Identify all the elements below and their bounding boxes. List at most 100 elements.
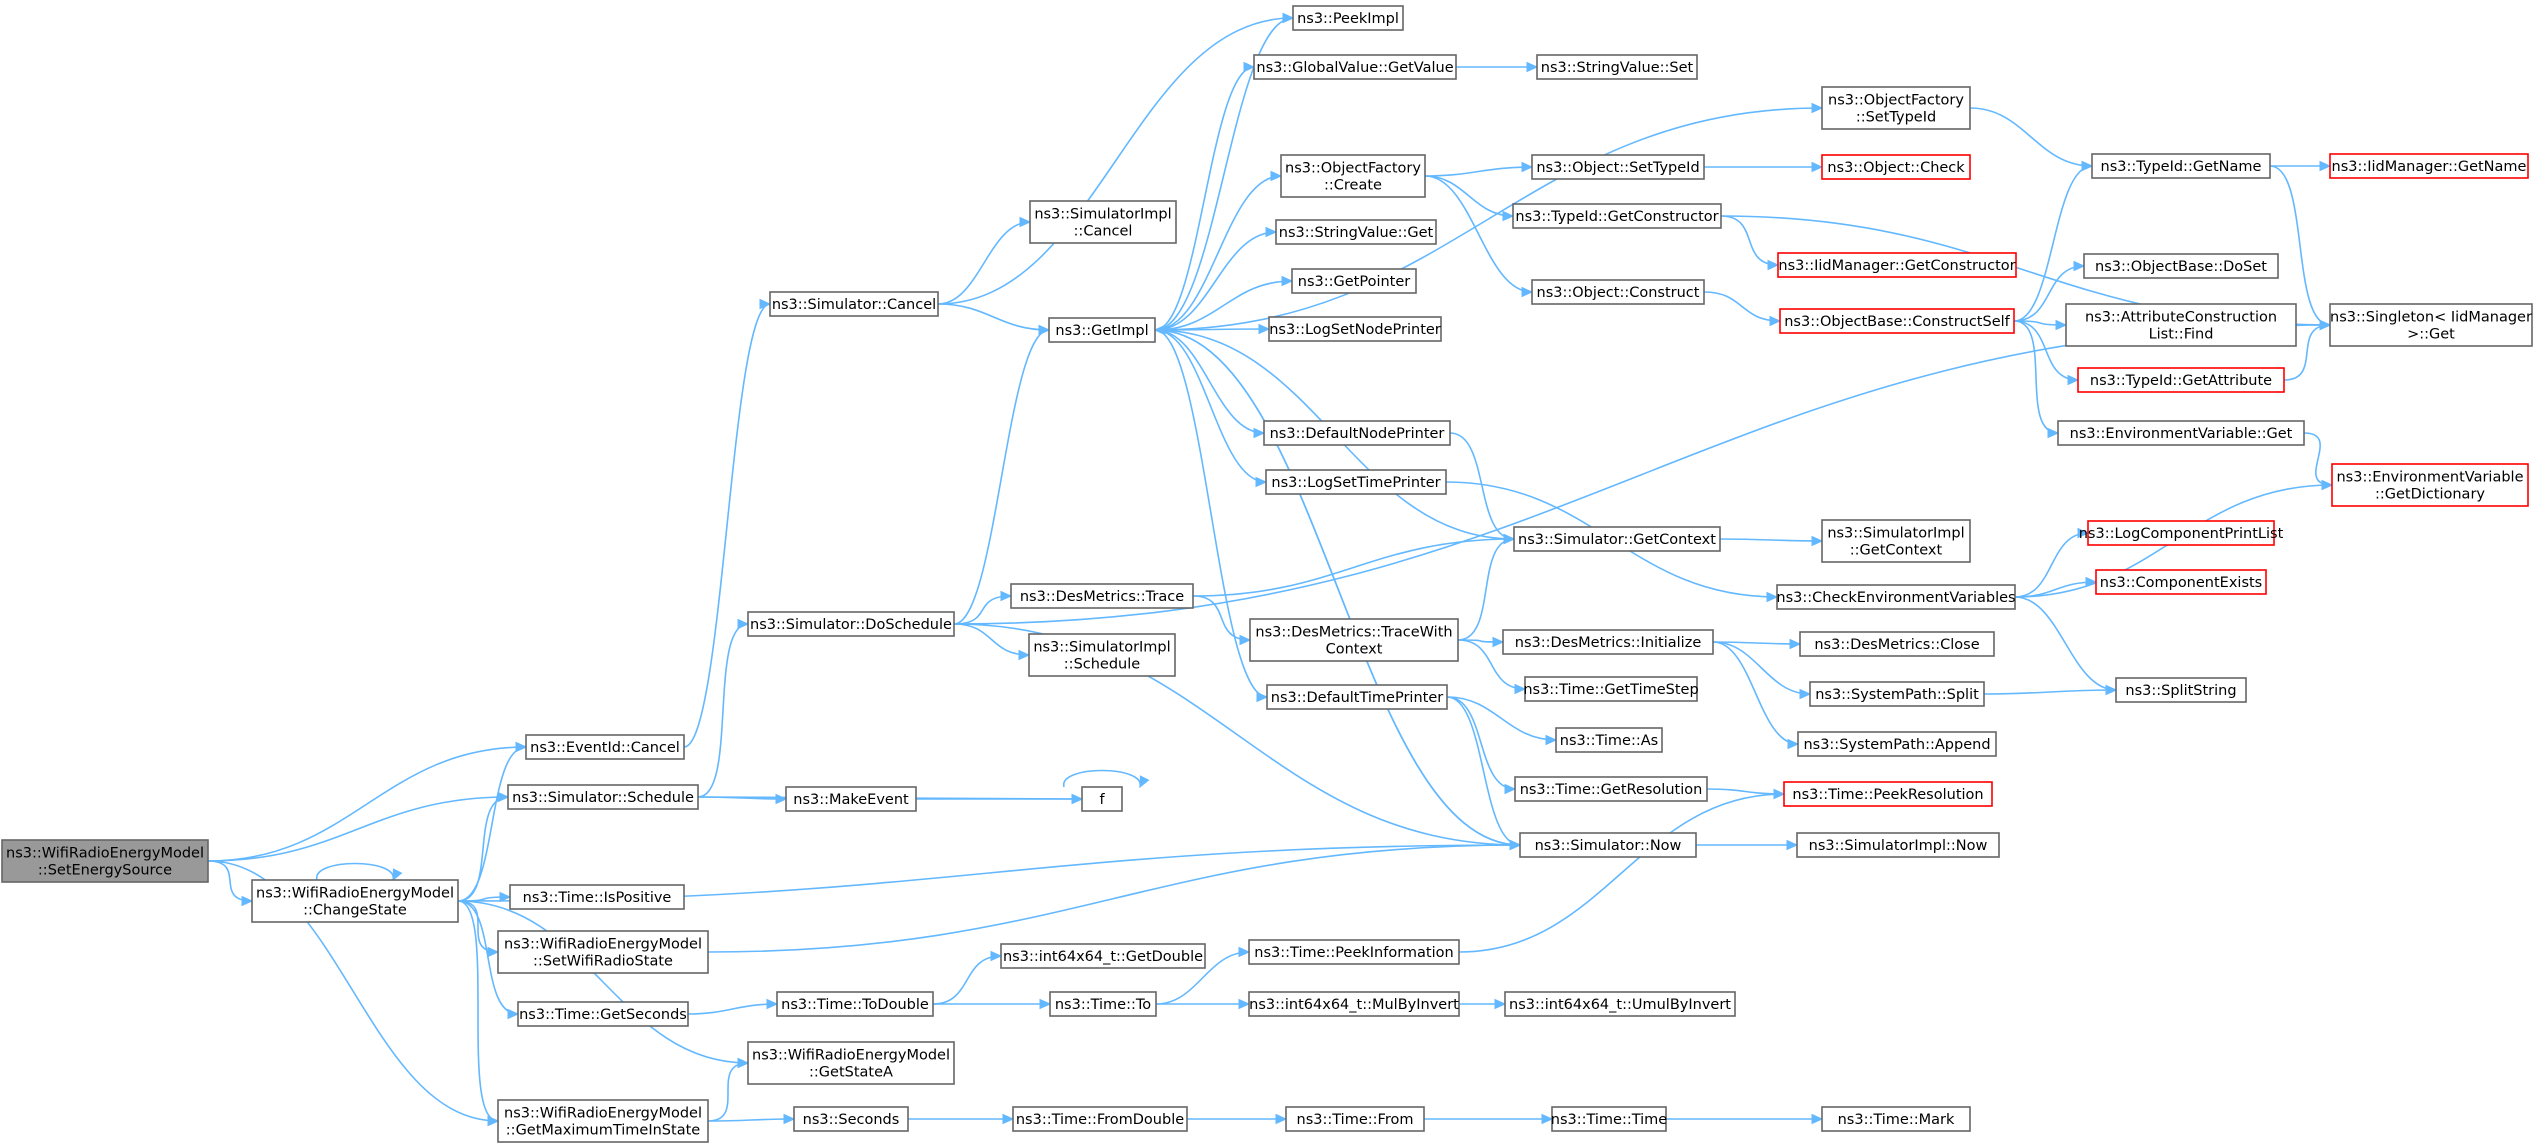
- edge-obj-settypeid-to-obj-check: [1704, 161, 1824, 173]
- node-box: [1821, 519, 1971, 563]
- node-setwifiradiostate[interactable]: ns3::WifiRadioEnergyModel::SetWifiRadioS…: [497, 930, 709, 974]
- edge-time-to-to-int64-mulbyinvert: [1156, 998, 1251, 1010]
- edge-arrowhead: [1281, 275, 1294, 287]
- edge-line: [1969, 107, 2093, 167]
- node-label: ns3::IidManager::GetConstructor: [1778, 258, 2015, 274]
- node-root[interactable]: ns3::WifiRadioEnergyModel::SetEnergySour…: [1, 839, 209, 883]
- node-f[interactable]: f: [1081, 786, 1123, 812]
- edge-arrowhead: [1504, 783, 1517, 795]
- node-obj-check[interactable]: ns3::Object::Check: [1821, 154, 1971, 180]
- edge-sim-getcontext-to-simimpl-getcontext: [1719, 535, 1824, 547]
- node-sv-set[interactable]: ns3::StringValue::Set: [1536, 54, 1698, 80]
- node-gv-getvalue[interactable]: ns3::GlobalValue::GetValue: [1253, 54, 1457, 80]
- node-time-mark[interactable]: ns3::Time::Mark: [1821, 1106, 1971, 1132]
- node-obj-settypeid[interactable]: ns3::Object::SetTypeId: [1531, 154, 1705, 180]
- node-sim-schedule[interactable]: ns3::Simulator::Schedule: [507, 784, 699, 810]
- node-desmetrics-trace[interactable]: ns3::DesMetrics::Trace: [1010, 583, 1194, 609]
- node-iid-getname[interactable]: ns3::IidManager::GetName: [2329, 153, 2529, 179]
- node-getimpl[interactable]: ns3::GetImpl: [1048, 317, 1156, 343]
- node-getstatea[interactable]: ns3::WifiRadioEnergyModel::GetStateA: [747, 1041, 955, 1085]
- edge-arrowhead: [1153, 324, 1166, 336]
- node-time-peekinformation[interactable]: ns3::Time::PeekInformation: [1248, 939, 1460, 965]
- node-time-gettimestep[interactable]: ns3::Time::GetTimeStep: [1523, 676, 1699, 702]
- node-sim-cancel[interactable]: ns3::Simulator::Cancel: [769, 291, 939, 317]
- node-sv-get[interactable]: ns3::StringValue::Get: [1275, 219, 1437, 245]
- edge-dm-tracewithcontext-to-dm-initialize: [1457, 636, 1505, 648]
- node-label: ns3::Simulator::GetContext: [1518, 532, 1716, 548]
- node-simimpl-getcontext[interactable]: ns3::SimulatorImpl::GetContext: [1821, 519, 1971, 563]
- node-time-to[interactable]: ns3::Time::To: [1049, 991, 1157, 1017]
- node-of-settypeid[interactable]: ns3::ObjectFactory::SetTypeId: [1821, 86, 1971, 130]
- node-sp-split[interactable]: ns3::SystemPath::Split: [1809, 681, 1985, 707]
- node-sim-now[interactable]: ns3::Simulator::Now: [1519, 832, 1697, 858]
- node-singleton-get[interactable]: ns3::Singleton< IidManager>::Get: [2329, 303, 2533, 347]
- node-ob-constructself[interactable]: ns3::ObjectBase::ConstructSelf: [1779, 308, 2015, 334]
- node-simimpl-now[interactable]: ns3::SimulatorImpl::Now: [1796, 832, 2000, 858]
- edge-ob-constructself-to-ev-get: [2013, 320, 2060, 439]
- node-box: [785, 786, 917, 812]
- node-time-getseconds[interactable]: ns3::Time::GetSeconds: [517, 1001, 689, 1027]
- node-sim-getcontext[interactable]: ns3::Simulator::GetContext: [1513, 526, 1721, 552]
- node-logsettimeprinter[interactable]: ns3::LogSetTimePrinter: [1265, 469, 1447, 495]
- edge-desmetrics-trace-to-dm-tracewithcontext: [1192, 595, 1252, 646]
- node-int64-getdouble[interactable]: ns3::int64x64_t::GetDouble: [1000, 943, 1206, 969]
- node-checkenvvars[interactable]: ns3::CheckEnvironmentVariables: [1776, 584, 2016, 610]
- node-defaulttimeprinter[interactable]: ns3::DefaultTimePrinter: [1266, 684, 1448, 710]
- edge-sp-split-to-splitstring: [1983, 684, 2118, 696]
- node-label: ns3::TypeId::GetConstructor: [1515, 209, 1718, 225]
- node-time-getresolution[interactable]: ns3::Time::GetResolution: [1514, 776, 1708, 802]
- node-getmaxtime[interactable]: ns3::WifiRadioEnergyModel::GetMaximumTim…: [497, 1099, 709, 1143]
- edge-arrowhead: [1767, 259, 1780, 271]
- node-int64-mulbyinvert[interactable]: ns3::int64x64_t::MulByInvert: [1248, 991, 1460, 1017]
- node-ob-doset[interactable]: ns3::ObjectBase::DoSet: [2083, 253, 2279, 279]
- node-getpointer[interactable]: ns3::GetPointer: [1291, 268, 1417, 294]
- edge-arrowhead: [499, 891, 512, 903]
- node-changestate[interactable]: ns3::WifiRadioEnergyModel::ChangeState: [251, 879, 459, 923]
- node-defaultnodeprinter[interactable]: ns3::DefaultNodePrinter: [1263, 420, 1451, 446]
- node-simimpl-cancel[interactable]: ns3::SimulatorImpl::Cancel: [1029, 200, 1177, 244]
- node-box: [2077, 367, 2285, 393]
- node-label: ::ChangeState: [303, 903, 407, 919]
- edge-arrowhead: [775, 793, 788, 805]
- node-time-fromdouble[interactable]: ns3::Time::FromDouble: [1012, 1106, 1188, 1132]
- node-logsetnodeprinter[interactable]: ns3::LogSetNodePrinter: [1268, 316, 1442, 342]
- node-typeid-getname[interactable]: ns3::TypeId::GetName: [2091, 153, 2271, 179]
- node-componentexists[interactable]: ns3::ComponentExists: [2095, 569, 2267, 595]
- node-typeid-getconstructor[interactable]: ns3::TypeId::GetConstructor: [1512, 203, 1722, 229]
- node-int64-umulbyinvert[interactable]: ns3::int64x64_t::UmulByInvert: [1504, 991, 1736, 1017]
- node-typeid-getattribute[interactable]: ns3::TypeId::GetAttribute: [2077, 367, 2285, 393]
- node-eventid-cancel[interactable]: ns3::EventId::Cancel: [525, 734, 685, 760]
- node-box: [793, 1106, 909, 1132]
- edge-line: [707, 1062, 749, 1122]
- node-seconds[interactable]: ns3::Seconds: [793, 1106, 909, 1132]
- node-sp-append[interactable]: ns3::SystemPath::Append: [1797, 731, 1997, 757]
- edge-arrowhead: [1521, 286, 1534, 298]
- node-time-todouble[interactable]: ns3::Time::ToDouble: [776, 991, 934, 1017]
- node-peekimpl[interactable]: ns3::PeekImpl: [1292, 5, 1404, 31]
- node-label: ns3::DesMetrics::TraceWith: [1255, 625, 1452, 641]
- node-ev-get[interactable]: ns3::EnvironmentVariable::Get: [2057, 420, 2305, 446]
- node-time-ispositive[interactable]: ns3::Time::IsPositive: [509, 884, 685, 910]
- node-time-from[interactable]: ns3::Time::From: [1285, 1106, 1425, 1132]
- node-of-create[interactable]: ns3::ObjectFactory::Create: [1280, 154, 1426, 198]
- edge-arrowhead: [1282, 12, 1295, 24]
- node-box: [2115, 677, 2247, 703]
- node-makeevent[interactable]: ns3::MakeEvent: [785, 786, 917, 812]
- node-time-as[interactable]: ns3::Time::As: [1555, 727, 1663, 753]
- node-time-time[interactable]: ns3::Time::Time: [1551, 1106, 1668, 1132]
- node-label: ::SetTypeId: [1856, 110, 1936, 126]
- node-box: [1799, 631, 1995, 657]
- node-ev-getdictionary[interactable]: ns3::EnvironmentVariable::GetDictionary: [2331, 463, 2529, 507]
- node-time-peekresolution[interactable]: ns3::Time::PeekResolution: [1783, 781, 1993, 807]
- node-box: [1029, 200, 1177, 244]
- node-obj-construct[interactable]: ns3::Object::Construct: [1531, 279, 1705, 305]
- node-dm-initialize[interactable]: ns3::DesMetrics::Initialize: [1502, 629, 1714, 655]
- node-splitstring[interactable]: ns3::SplitString: [2115, 677, 2247, 703]
- node-logcomponentprintlist[interactable]: ns3::LogComponentPrintList: [2079, 520, 2284, 546]
- node-dm-close[interactable]: ns3::DesMetrics::Close: [1799, 631, 1995, 657]
- node-iid-getconstructor[interactable]: ns3::IidManager::GetConstructor: [1777, 252, 2017, 278]
- node-sim-doschedule[interactable]: ns3::Simulator::DoSchedule: [747, 611, 955, 637]
- node-simimpl-schedule[interactable]: ns3::SimulatorImpl::Schedule: [1028, 633, 1176, 677]
